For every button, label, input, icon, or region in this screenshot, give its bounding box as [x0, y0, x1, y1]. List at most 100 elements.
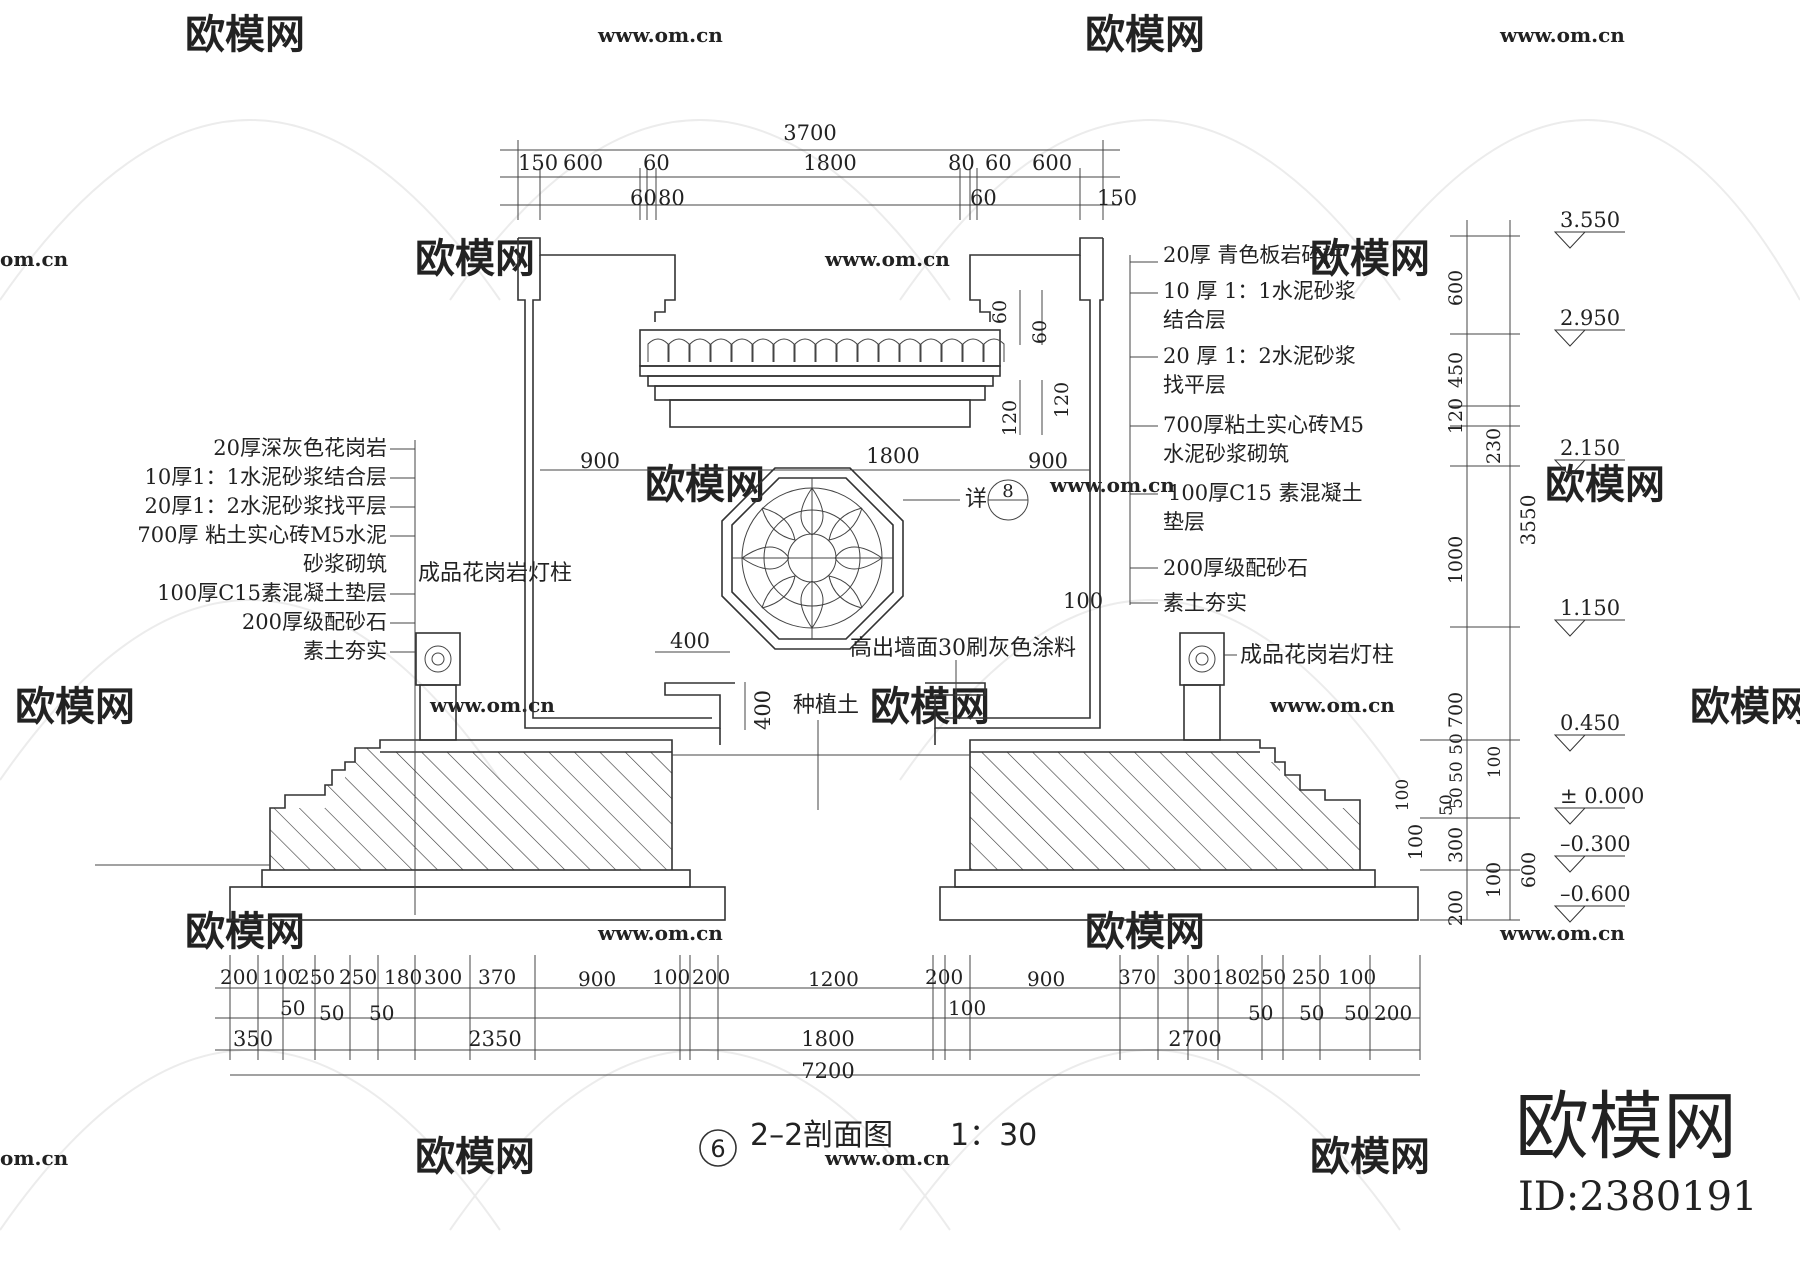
dim-bottom-r2: 50 — [369, 1001, 394, 1025]
watermark-name: 欧模网 — [645, 461, 765, 508]
level-label: –0.600 — [1560, 882, 1631, 906]
note-left: 10厚1：1水泥砂浆结合层 — [145, 465, 387, 489]
dim-bottom-r1: 250 — [339, 965, 377, 989]
roof-tile — [878, 338, 900, 362]
watermark-name: 欧模网 — [1690, 683, 1800, 730]
title-scale: 1：30 — [950, 1118, 1037, 1153]
watermark-name: 欧模网 — [185, 908, 305, 955]
dim-right: 100 — [1485, 746, 1505, 778]
dim-bottom-r3: 2350 — [468, 1027, 521, 1051]
roof-tile — [689, 338, 711, 362]
right-dimensions: 600 450 120 230 1000 700 50 50 50 100 10… — [1393, 220, 1540, 926]
roof-tile — [836, 338, 858, 362]
dim-bottom-total: 7200 — [801, 1059, 854, 1083]
watermark-name: 欧模网 — [1310, 1133, 1430, 1180]
watermark-name: 欧模网 — [1085, 908, 1205, 955]
detail-prefix: 详 — [965, 487, 987, 512]
level-label: ± 0.000 — [1560, 784, 1644, 808]
dim-right: 120 — [1445, 398, 1467, 434]
dim-top-r2: 150 — [1097, 186, 1137, 210]
dim-bottom-r2: 50 — [1299, 1001, 1324, 1025]
soil-label: 种植土 — [793, 693, 859, 718]
level-label: –0.300 — [1560, 832, 1631, 856]
dim-right: 50 — [1447, 761, 1467, 783]
dim-right: 230 — [1483, 428, 1505, 464]
dim-400h: 400 — [751, 690, 775, 730]
note-right: 垫层 — [1163, 510, 1205, 534]
dim-bottom-r2: 50 — [1344, 1001, 1369, 1025]
dim-bottom-r1: 100 — [652, 965, 690, 989]
lamp-left-label: 成品花岗岩灯柱 — [418, 561, 572, 586]
roof-tile — [794, 338, 816, 362]
dim-right: 300 — [1445, 827, 1467, 863]
wall-outline — [517, 237, 1104, 745]
dim-bottom-r1: 100 — [262, 965, 300, 989]
note-right: 700厚粘土实心砖M5 — [1163, 413, 1364, 437]
dim-right: 50 — [1437, 794, 1457, 816]
watermark-url: www.om.cn — [824, 247, 950, 271]
mid-dimensions: 900 1800 900 100 400 400 — [540, 444, 1103, 730]
dim-right-600: 600 — [1518, 852, 1540, 888]
dim-bottom-r2: 100 — [948, 996, 986, 1020]
dim-bottom-r2: 50 — [319, 1001, 344, 1025]
tile-cap — [639, 329, 1005, 428]
note-left: 200厚级配砂石 — [242, 610, 387, 634]
dim-bottom-r2: 50 — [1248, 1001, 1273, 1025]
note-right: 水泥砂浆砌筑 — [1163, 442, 1289, 466]
note-left: 100厚C15素混凝土垫层 — [157, 581, 387, 605]
detail-number: 8 — [1002, 481, 1013, 502]
dim-top-total: 3700 — [783, 121, 836, 145]
title-number: 6 — [710, 1135, 725, 1163]
dim-bottom-r2: 50 — [280, 996, 305, 1020]
note-left: 20厚深灰色花岗岩 — [213, 436, 387, 460]
dim-right: 100 — [1483, 862, 1505, 898]
dim-top-r1: 60 — [643, 151, 670, 175]
watermark-name: 欧模网 — [1310, 235, 1430, 282]
watermark-url: www.om.cn — [1499, 921, 1625, 945]
watermark-name: 欧模网 — [1545, 461, 1665, 508]
dim-top-r2: 60 — [630, 186, 657, 210]
dim-bottom-r1: 200 — [692, 965, 730, 989]
dim-top-r2: 60 — [970, 186, 997, 210]
left-plinth — [95, 632, 726, 921]
watermark-url-short: om.cn — [0, 1146, 69, 1170]
dim-bottom-r1: 250 — [297, 965, 335, 989]
dim-top-r1: 150 — [518, 151, 558, 175]
dim-bottom-r1: 200 — [220, 965, 258, 989]
dim-bottom-r3: 1800 — [801, 1027, 854, 1051]
watermark-url: www.om.cn — [597, 23, 723, 47]
dim-right: 200 — [1445, 890, 1467, 926]
watermark-url: www.om.cn — [1269, 693, 1395, 717]
roof-tile — [773, 338, 795, 362]
brand-block: 欧模网 ID:2380191 — [1515, 1084, 1758, 1220]
note-right: 结合层 — [1163, 308, 1226, 332]
dim-mid: 900 — [580, 449, 620, 473]
dim-top-r1: 600 — [563, 151, 603, 175]
level-triangle-icon — [1553, 905, 1587, 923]
level-label: 0.450 — [1560, 711, 1620, 735]
dim-cap: 120 — [999, 400, 1021, 436]
bottom-dimensions: 200 100 250 250 180 300 370 900 100 200 … — [215, 955, 1421, 1083]
note-left: 素土夯实 — [303, 639, 387, 663]
roof-tile — [731, 338, 753, 362]
dim-bottom-r2: 200 — [1374, 1001, 1412, 1025]
top-dimensions: 3700 150 600 60 1800 80 60 600 60 80 60 … — [500, 121, 1137, 220]
dim-bottom-r1: 370 — [1118, 965, 1156, 989]
dim-top-r1: 80 — [948, 151, 975, 175]
note-right: 20厚 青色板岩碎拼 — [1163, 243, 1343, 267]
dim-bottom-r1: 1200 — [808, 967, 859, 991]
cap-dimensions: 60 60 120 120 — [989, 290, 1073, 436]
watermark-name: 欧模网 — [15, 683, 135, 730]
level-triangle-icon — [1553, 231, 1587, 249]
octagonal-window: 详 8 — [721, 467, 1029, 650]
dim-mid: 900 — [1028, 449, 1068, 473]
dim-bottom-r3: 350 — [233, 1027, 273, 1051]
dim-bottom-r1: 200 — [925, 965, 963, 989]
roof-tile — [941, 338, 963, 362]
dim-cap: 120 — [1051, 382, 1073, 418]
roof-tile — [983, 338, 1005, 362]
dim-right: 50 — [1447, 733, 1467, 755]
roof-tile — [899, 338, 921, 362]
note-right: 200厚级配砂石 — [1163, 556, 1308, 580]
note-right: 100厚C15 素混凝土 — [1168, 481, 1363, 505]
